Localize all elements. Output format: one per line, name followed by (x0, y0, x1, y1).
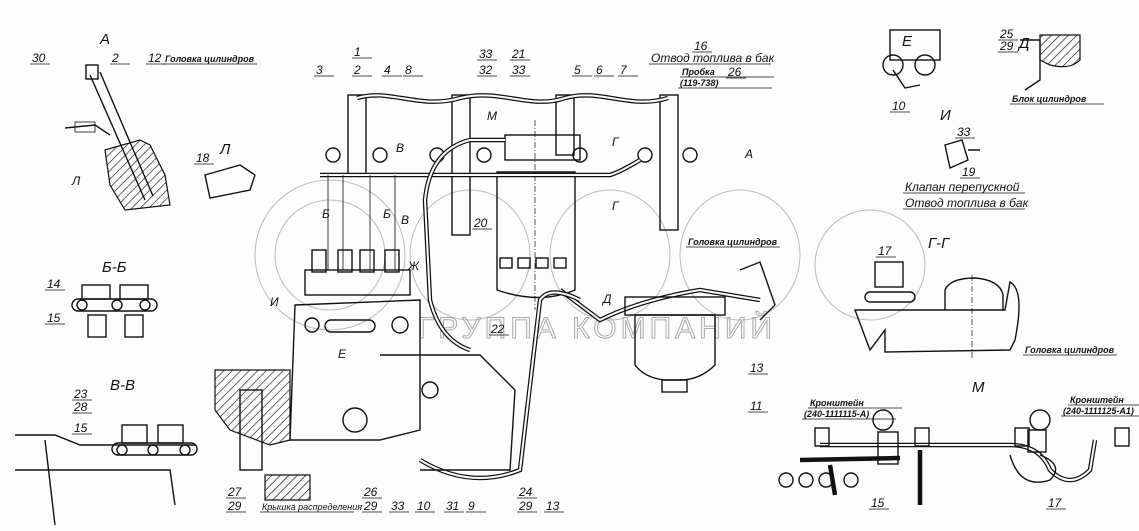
view-title: Л (219, 141, 231, 158)
callout-number: 17 (1048, 496, 1063, 510)
callout-number: 21 (511, 47, 525, 61)
section-mark: Е (338, 347, 347, 361)
callout-number: 14 (47, 277, 61, 291)
callout-number: 10 (892, 99, 906, 113)
callout-number: 6 (596, 63, 603, 77)
callout-number: 13 (750, 361, 764, 375)
view-title: Г-Г (928, 235, 951, 252)
callout-number: 29 (363, 499, 378, 513)
section-mark: Б (322, 207, 330, 221)
note: Отвод топлива в бак (651, 51, 776, 65)
view-title: В-В (110, 377, 135, 394)
view-title: Б-Б (102, 259, 127, 276)
callout-number: 22 (490, 322, 505, 336)
callout-number: 1 (354, 45, 361, 59)
callout-number: 33 (512, 63, 526, 77)
callout-number: 33 (957, 125, 971, 139)
view-l-clamp (204, 164, 256, 199)
view-title: А (99, 31, 110, 48)
callout-number: 19 (962, 165, 976, 179)
note: Кронштейн (810, 398, 864, 408)
note: Крышка распределения (262, 502, 362, 512)
note: Отвод топлива в бак (905, 196, 1030, 210)
callout-number: 23 (73, 387, 88, 401)
callout-number: 11 (750, 399, 762, 413)
callout-number: 28 (73, 400, 88, 414)
callout-number: 25 (999, 27, 1014, 41)
view-d (1020, 34, 1081, 91)
coarse-fuel-filter (624, 261, 776, 393)
callout-number: 10 (417, 499, 431, 513)
callout-number: 33 (391, 499, 405, 513)
callout-number: 17 (878, 244, 893, 258)
callout-number: 13 (546, 499, 560, 513)
note: (240-1111125-А1) (1063, 406, 1134, 416)
view-m-brackets (778, 409, 1130, 505)
section-mark: Г (612, 135, 620, 149)
callout-number: 3 (316, 63, 323, 77)
callout-number: 18 (196, 151, 210, 165)
callout-number: 32 (479, 63, 493, 77)
view-title: М (972, 379, 985, 396)
section-vv-clamp (15, 424, 198, 526)
section-mark: В (396, 141, 404, 155)
note: Головка цилиндров (1025, 345, 1115, 355)
callout-number: 15 (871, 496, 885, 510)
section-bb-clamp (71, 284, 158, 338)
injectors (325, 94, 698, 236)
view-e (882, 29, 941, 89)
callout-number: 5 (574, 63, 581, 77)
note: Головка цилиндров (165, 54, 255, 64)
callout-number: 31 (446, 499, 459, 513)
injection-pump (214, 249, 516, 501)
view-title: Д (1017, 35, 1030, 52)
section-mark: Ж (407, 259, 420, 273)
callout-number: 7 (620, 63, 628, 77)
note: Клапан перепускной (905, 180, 1020, 194)
section-mark: А (744, 147, 753, 161)
view-title: Е (902, 33, 913, 50)
callout-number: 29 (518, 499, 533, 513)
callout-number: 29 (999, 39, 1014, 53)
section-mark: Г (612, 199, 620, 213)
callout-number: 30 (32, 51, 46, 65)
view-a-injector (64, 64, 171, 211)
callout-number: 29 (227, 499, 242, 513)
callout-number: 2 (353, 63, 361, 77)
callout-number: 26 (363, 485, 378, 499)
note: Пробка (682, 67, 715, 77)
callout-number: 26 (727, 65, 742, 79)
callout-number: 9 (468, 499, 475, 513)
note: (240-1111115-А) (804, 409, 869, 419)
section-mark: М (487, 109, 497, 123)
note: (119-738) (680, 78, 718, 88)
callout-number: 2 (111, 51, 119, 65)
section-mark: Д (601, 292, 612, 306)
callout-number: 16 (694, 39, 708, 53)
callout-number: 15 (47, 311, 61, 325)
callout-number: 15 (74, 421, 88, 435)
section-mark: И (270, 295, 279, 309)
section-mark: Б (383, 207, 391, 221)
callout-number: 12 (148, 51, 162, 65)
callout-number: 24 (518, 485, 533, 499)
note: Головка цилиндров (688, 237, 778, 247)
callout-number: 20 (473, 216, 488, 230)
callout-number: 27 (227, 485, 243, 499)
view-title: И (940, 107, 951, 124)
section-mark: В (401, 213, 409, 227)
section-mark: Л (71, 174, 81, 188)
fine-fuel-filter (496, 120, 581, 310)
note: Блок цилиндров (1012, 94, 1087, 104)
view-i-valve (944, 139, 980, 169)
note: Кронштейн (1070, 395, 1124, 405)
section-gg (853, 261, 1020, 360)
callout-number: 33 (479, 47, 493, 61)
callout-number: 4 (384, 63, 391, 77)
callout-number: 8 (405, 63, 412, 77)
